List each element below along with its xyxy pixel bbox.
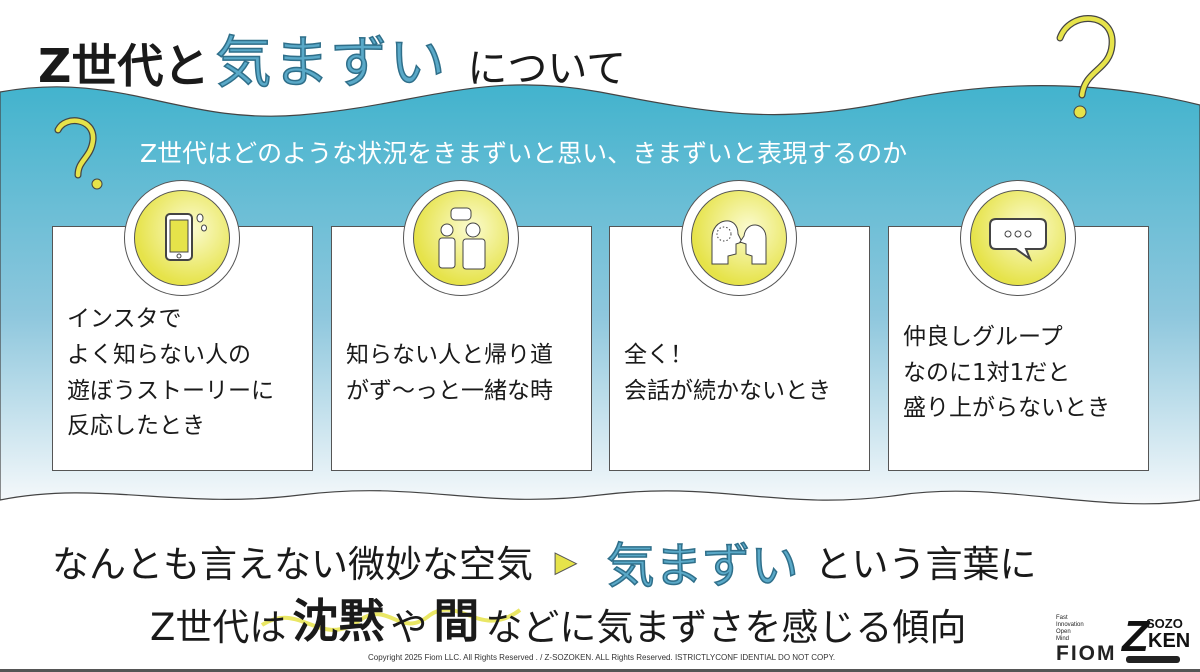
divider xyxy=(0,669,1200,672)
conclusion-text: や xyxy=(390,606,428,649)
conclusion-text: なんとも言えない微妙な空気 xyxy=(52,543,533,586)
conclusion-text: という言葉に xyxy=(814,543,1037,586)
two-people-talking-icon xyxy=(403,180,519,296)
conclusion-text: などに気まずさを感じる傾向 xyxy=(485,606,967,649)
title-highlight: 気まずい xyxy=(215,30,448,97)
card-text: 知らない人と帰り道 がず〜っと一緒な時 xyxy=(346,341,553,404)
title-part1: Z世代と xyxy=(38,39,210,93)
subtitle: Z世代はどのような状況をきまずいと思い、きまずいと表現するのか xyxy=(140,139,908,168)
situation-card: インスタで よく知らない人の 遊ぼうストーリーに 反応したとき xyxy=(52,226,313,471)
copyright: Copyright 2025 Fiom LLC. All Rights Rese… xyxy=(368,653,836,662)
arrow-right-icon: ▶ xyxy=(555,544,578,578)
underline-scribble xyxy=(260,607,522,632)
two-heads-facing-icon xyxy=(681,180,797,296)
card-text: 仲良しグループ なのに1対1だと 盛り上がらないとき xyxy=(903,324,1110,422)
conclusion-line-1: なんとも言えない微妙な空気 ▶ 気まずい という言葉に xyxy=(52,526,1037,596)
conclusion-text: Z世代は xyxy=(150,606,287,649)
title-part3: について xyxy=(467,46,627,92)
speech-bubble-icon xyxy=(960,180,1076,296)
keyword-silence: 沈黙 xyxy=(292,594,385,648)
conclusion-highlight: 気まずい xyxy=(606,537,800,595)
card-text: インスタで よく知らない人の 遊ぼうストーリーに 反応したとき xyxy=(67,306,274,440)
smartphone-icon xyxy=(124,180,240,296)
card-text: 全く！ 会話が続かないとき xyxy=(624,341,831,404)
page-title: Z世代と 気まずい について xyxy=(38,18,626,99)
keyword-pause: 間 xyxy=(433,594,480,648)
conclusion-line-2: Z世代は 沈黙 や 間 などに気まずさを感じる傾向 xyxy=(150,585,966,651)
